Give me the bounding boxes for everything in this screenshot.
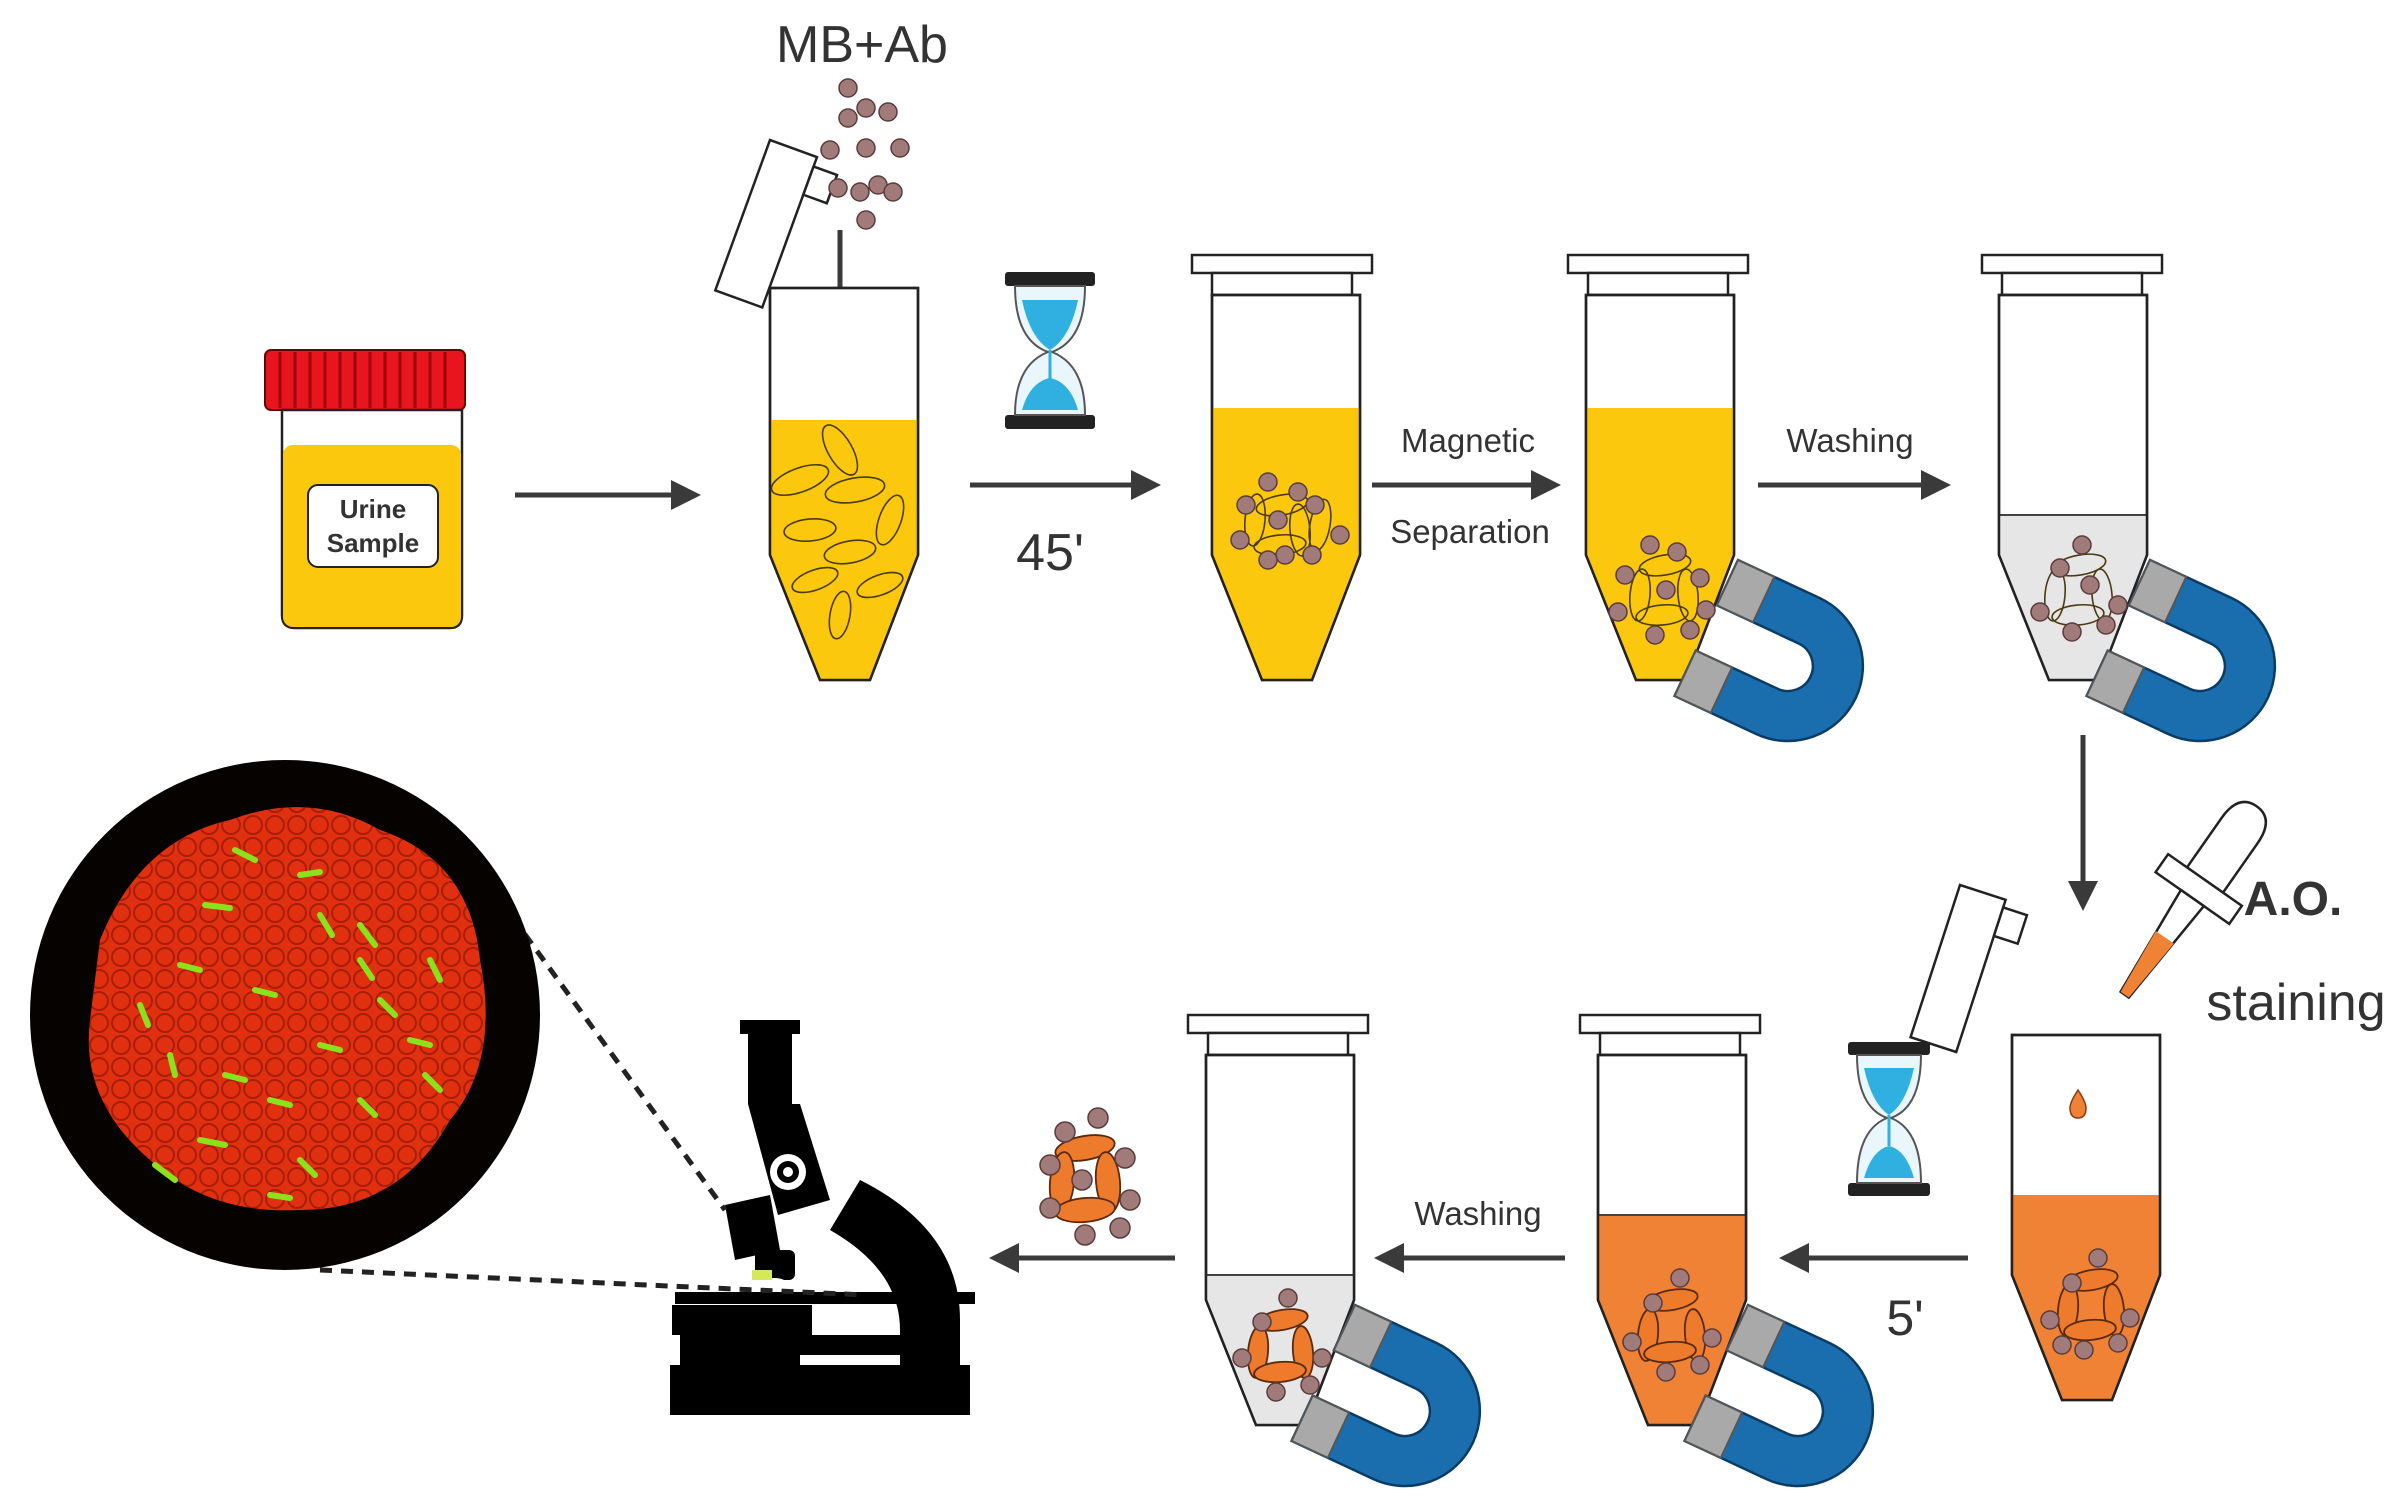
- zoom-line-bottom: [319, 1267, 866, 1298]
- tube-stained: [1578, 1013, 1762, 1427]
- magnetic-label: Magnetic: [1401, 422, 1535, 459]
- urine-sample-label-2: Sample: [327, 528, 420, 558]
- microscope-icon: [670, 1020, 975, 1415]
- magnet-icon: [1289, 1303, 1482, 1488]
- dropper-icon: [2118, 800, 2268, 1000]
- magnet-icon: [1672, 558, 1865, 743]
- tube-magnetic-separation: [1566, 253, 1750, 682]
- hourglass-icon: [1005, 272, 1095, 429]
- tube-washed-stained: [1186, 1013, 1370, 1427]
- separation-label: Separation: [1390, 513, 1550, 550]
- tube-washed: [1980, 253, 2164, 682]
- staining-label: staining: [2206, 974, 2385, 1032]
- urine-sample-label-1: Urine: [340, 494, 406, 524]
- washing-top-label: Washing: [1786, 422, 1913, 459]
- staining-time-label: 5': [1886, 1290, 1923, 1346]
- tube-incubated: [1190, 253, 1374, 682]
- magnet-icon: [1682, 1303, 1875, 1488]
- ao-label: A.O.: [2244, 873, 2343, 926]
- tube-ao-staining: A.O. staining: [1908, 800, 2386, 1402]
- incubation-time-label: 45': [1016, 524, 1084, 582]
- urine-container-icon: Urine Sample: [264, 349, 466, 630]
- tube-open-mb-ab: MB+Ab: [713, 16, 948, 682]
- hourglass-icon: [1848, 1042, 1930, 1196]
- washing-bottom-label: Washing: [1414, 1195, 1541, 1232]
- mb-ab-label: MB+Ab: [776, 16, 948, 74]
- magnet-icon: [2084, 558, 2277, 743]
- stained-complex-icon: [1039, 1107, 1141, 1246]
- zoom-line-top: [497, 898, 728, 1212]
- fluorescence-image-icon: [30, 760, 540, 1270]
